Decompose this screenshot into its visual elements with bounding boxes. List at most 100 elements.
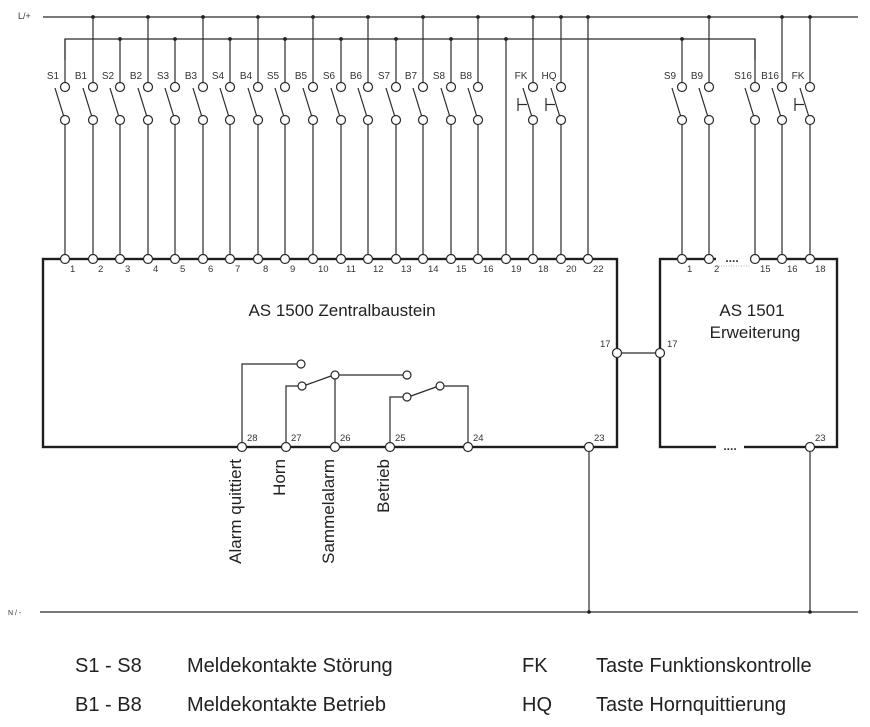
main-contact-top-b8 [472, 81, 484, 93]
main-contact-top-b5 [307, 81, 319, 93]
main-terminal-label-26: 26 [340, 433, 351, 444]
main-terminal-label-22: 22 [593, 264, 604, 275]
extension-contact-bottom-s9 [676, 114, 688, 126]
extension-contact-top-s9 [676, 81, 688, 93]
main-terminal-label-12: 12 [373, 264, 384, 275]
main-terminal-11 [335, 253, 347, 265]
main-contact-top-b7 [417, 81, 429, 93]
main-contact-bottom-b8 [472, 114, 484, 126]
main-contact-top-s7 [390, 81, 402, 93]
switch-b9 [698, 87, 709, 116]
main-contact-top-s5 [279, 81, 291, 93]
main-terminal-28 [236, 441, 248, 453]
main-input-label-b1: B1 [75, 71, 88, 82]
main-terminal-label-9: 9 [290, 264, 295, 275]
main-terminal-5 [169, 253, 181, 265]
main-contact-bottom-b5 [307, 114, 319, 126]
main-contact-bottom-b6 [362, 114, 374, 126]
extension-terminal-16 [776, 253, 788, 265]
main-terminal-label-11: 11 [346, 264, 356, 275]
main-contact-bottom-s3 [169, 114, 181, 126]
main-terminal-label-18: 18 [538, 264, 549, 275]
main-terminal-label-14: 14 [428, 264, 439, 275]
switch-s4 [219, 87, 230, 116]
extension-bottom-ellipsis: .... [723, 439, 736, 453]
relay-lever-betrieb [410, 386, 437, 397]
extension-input-label-s9: S9 [664, 71, 677, 82]
output-label-alarm-quittiert: Alarm quittiert [226, 459, 245, 564]
relay-wire-28 [241, 363, 297, 447]
main-contact-bottom-b4 [252, 114, 264, 126]
extension-terminal-15 [749, 253, 761, 265]
relay-lever-horn [305, 375, 332, 386]
extension-terminal-23 [804, 441, 816, 453]
switch-b5 [302, 87, 313, 116]
extension-contact-bottom-s16 [749, 114, 761, 126]
relay-contact-24 [435, 381, 445, 391]
main-contact-top-s6 [335, 81, 347, 93]
main-terminal-25 [384, 441, 396, 453]
extension-terminal-2 [703, 253, 715, 265]
extension-terminal-label-2: 2 [714, 264, 719, 275]
main-terminal-label-4: 4 [153, 264, 158, 275]
main-input-label-s2: S2 [102, 71, 115, 82]
main-input-label-s4: S4 [212, 71, 225, 82]
switch-s9 [671, 87, 682, 116]
main-terminal-label-6: 6 [208, 264, 213, 275]
main-input-label-b5: B5 [295, 71, 308, 82]
rail-n-label: N / - [8, 610, 22, 617]
relay-wire-27 [285, 385, 298, 447]
extension-input-label-b16: B16 [761, 71, 779, 82]
main-terminal-19 [500, 253, 512, 265]
switch-b6 [357, 87, 368, 116]
main-module-title: AS 1500 Zentralbaustein [248, 301, 435, 320]
switch-b16 [771, 87, 782, 116]
main-terminal-10 [307, 253, 319, 265]
main-terminal-label-13: 13 [401, 264, 412, 275]
main-input-label-s7: S7 [378, 71, 391, 82]
switch-s3 [164, 87, 175, 116]
extension-module-box [658, 257, 839, 449]
main-input-label-s1: S1 [47, 71, 60, 82]
main-input-label-b2: B2 [130, 71, 143, 82]
extension-contact-bottom-b9 [703, 114, 715, 126]
legend-text-b: Meldekontakte Betrieb [187, 694, 386, 716]
main-contact-top-b2 [142, 81, 154, 93]
extension-terminal-1 [676, 253, 688, 265]
main-contact-top-s8 [445, 81, 457, 93]
extension-terminal-label-18: 18 [815, 264, 826, 275]
legend-text-s: Meldekontakte Störung [187, 655, 393, 677]
switch-s1 [54, 87, 65, 116]
main-input-label-s3: S3 [157, 71, 170, 82]
main-terminal-label-5: 5 [180, 264, 185, 275]
main-terminal-13 [390, 253, 402, 265]
extension-top-gap [716, 256, 750, 262]
main-contact-bottom-b3 [197, 114, 209, 126]
extension-terminal-23-label: 23 [815, 433, 826, 444]
main-terminal-24 [462, 441, 474, 453]
common-s-rail [64, 38, 756, 60]
output-label-sammelalarm: Sammelalarm [319, 459, 338, 564]
main-input-label-s6: S6 [323, 71, 336, 82]
main-contact-top-b4 [252, 81, 264, 93]
main-contact-bottom-b2 [142, 114, 154, 126]
extension-top-ellipsis: .... [725, 251, 738, 265]
main-terminal-2 [87, 253, 99, 265]
main-contact-top-s4 [224, 81, 236, 93]
main-input-label-b3: B3 [185, 71, 198, 82]
extension-terminal-label-1: 1 [687, 264, 692, 275]
relay-contact-26 [330, 370, 340, 380]
main-contact-bottom-s2 [114, 114, 126, 126]
output-label-betrieb: Betrieb [374, 459, 393, 513]
main-input-label-hq: HQ [542, 71, 557, 82]
main-terminal-18 [527, 253, 539, 265]
main-terminal-17-label: 17 [600, 339, 611, 350]
main-contact-bottom-s6 [335, 114, 347, 126]
main-terminal-label-24: 24 [473, 433, 484, 444]
extension-terminal-17 [654, 347, 666, 359]
main-terminal-15 [445, 253, 457, 265]
switch-b3 [192, 87, 203, 116]
main-contact-bottom-s4 [224, 114, 236, 126]
